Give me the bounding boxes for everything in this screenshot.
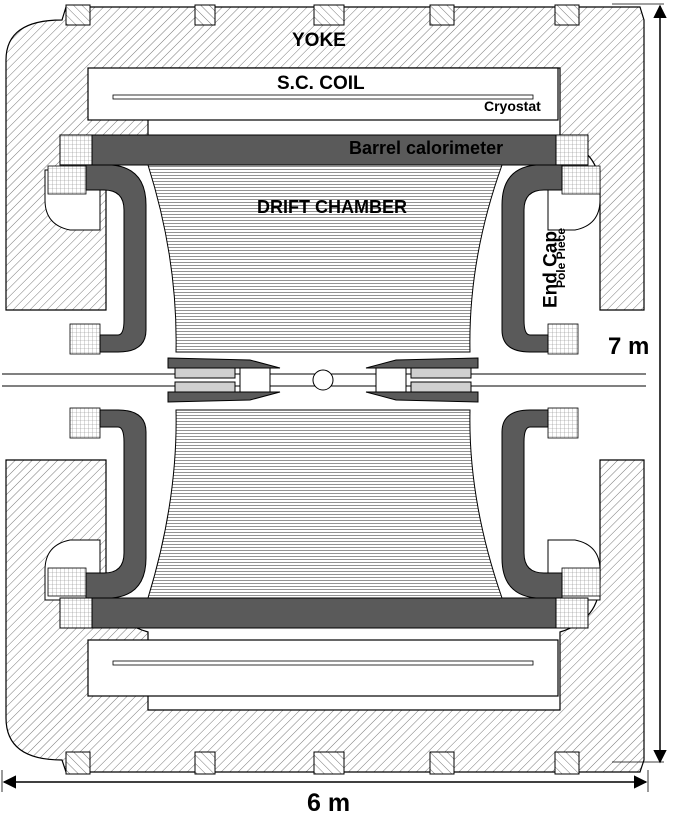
label-pole-piece: Pole Piece <box>554 227 568 289</box>
beam-pipe <box>2 369 646 391</box>
endcap-grid-stubs <box>47 165 601 597</box>
ir-quadrupoles <box>167 357 479 403</box>
barrel-calorimeter <box>59 134 589 629</box>
drift-chamber-bottom <box>147 409 503 599</box>
label-cryostat: Cryostat <box>484 98 541 114</box>
label-barrel-calorimeter: Barrel calorimeter <box>349 138 504 158</box>
yoke-bottom-plates <box>65 751 580 775</box>
cryostat-bottom <box>87 639 559 697</box>
yoke-top-plates <box>65 4 580 26</box>
label-drift-chamber: DRIFT CHAMBER <box>257 197 407 217</box>
cryostat-top <box>87 67 559 121</box>
dimension-lines <box>1 3 667 792</box>
label-yoke: YOKE <box>292 30 346 51</box>
label-height-dimension: 7 m <box>608 333 650 360</box>
label-sc-coil: S.C. COIL <box>277 73 365 94</box>
label-width-dimension: 6 m <box>307 789 351 817</box>
end-caps <box>85 164 563 599</box>
drift-chamber-top <box>147 164 503 353</box>
